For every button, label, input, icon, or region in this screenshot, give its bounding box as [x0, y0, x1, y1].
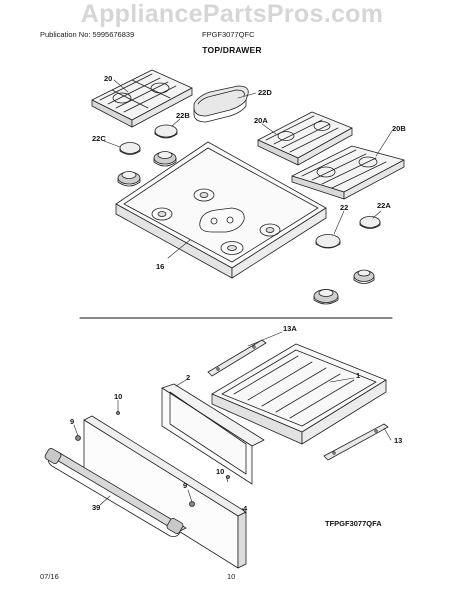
- diagram-code: TFPGF3077QFA: [325, 519, 382, 528]
- burner-head-lower-left: [117, 171, 141, 187]
- footer-page-number: 10: [227, 572, 236, 581]
- burner-cap-22c: [119, 142, 141, 155]
- burner-head-upper-left: [153, 151, 177, 167]
- handle-39: [44, 448, 187, 537]
- drawer-slide-13: [323, 423, 389, 461]
- drawer-front-4: [83, 415, 247, 569]
- callout-4: 4: [243, 504, 248, 513]
- callout-22d: 22D: [258, 88, 272, 97]
- callout-39: 39: [92, 503, 101, 512]
- leader-lines-bottom: [73, 331, 392, 515]
- screws: [75, 411, 230, 507]
- callout-22b: 22B: [176, 111, 190, 120]
- drawer-panel-2: [161, 383, 265, 485]
- footer-date: 07/16: [40, 572, 59, 581]
- grate-20b: [291, 145, 405, 200]
- callout-22c: 22C: [92, 134, 106, 143]
- grate-20: [91, 69, 193, 128]
- grate-20a: [257, 111, 353, 166]
- burner-cap-22: [315, 234, 341, 249]
- callout-9-upper: 9: [70, 417, 75, 426]
- callout-22: 22: [340, 203, 349, 212]
- burner-head-right: [353, 269, 375, 284]
- publication-number: Publication No: 5995676839: [40, 30, 135, 39]
- callout-13: 13: [394, 436, 403, 445]
- drawer-slide-13a: [207, 339, 267, 377]
- callout-20b: 20B: [392, 124, 406, 133]
- callout-20a: 20A: [254, 116, 268, 125]
- section-title: TOP/DRAWER: [202, 45, 262, 55]
- callout-9-lower: 9: [183, 481, 188, 490]
- callout-1: 1: [356, 371, 361, 380]
- callout-16: 16: [156, 262, 165, 271]
- callout-22a: 22A: [377, 201, 391, 210]
- watermark: AppliancePartsPros.com: [80, 0, 384, 28]
- cooktop-16: [115, 141, 327, 279]
- burner-cap-22b: [154, 124, 178, 139]
- drawer-1: [211, 343, 387, 445]
- leader-lines-top: [103, 79, 393, 259]
- callout-2: 2: [186, 373, 191, 382]
- model-number: FPGF3077QFC: [202, 30, 255, 39]
- callout-13a: 13A: [283, 324, 297, 333]
- callout-10-upper: 10: [114, 392, 123, 401]
- griddle-cover-22d: [193, 85, 249, 123]
- callout-20: 20: [104, 74, 113, 83]
- callout-10-lower: 10: [216, 467, 225, 476]
- burner-cap-22a: [359, 216, 381, 229]
- burner-head-lower-right: [313, 289, 339, 305]
